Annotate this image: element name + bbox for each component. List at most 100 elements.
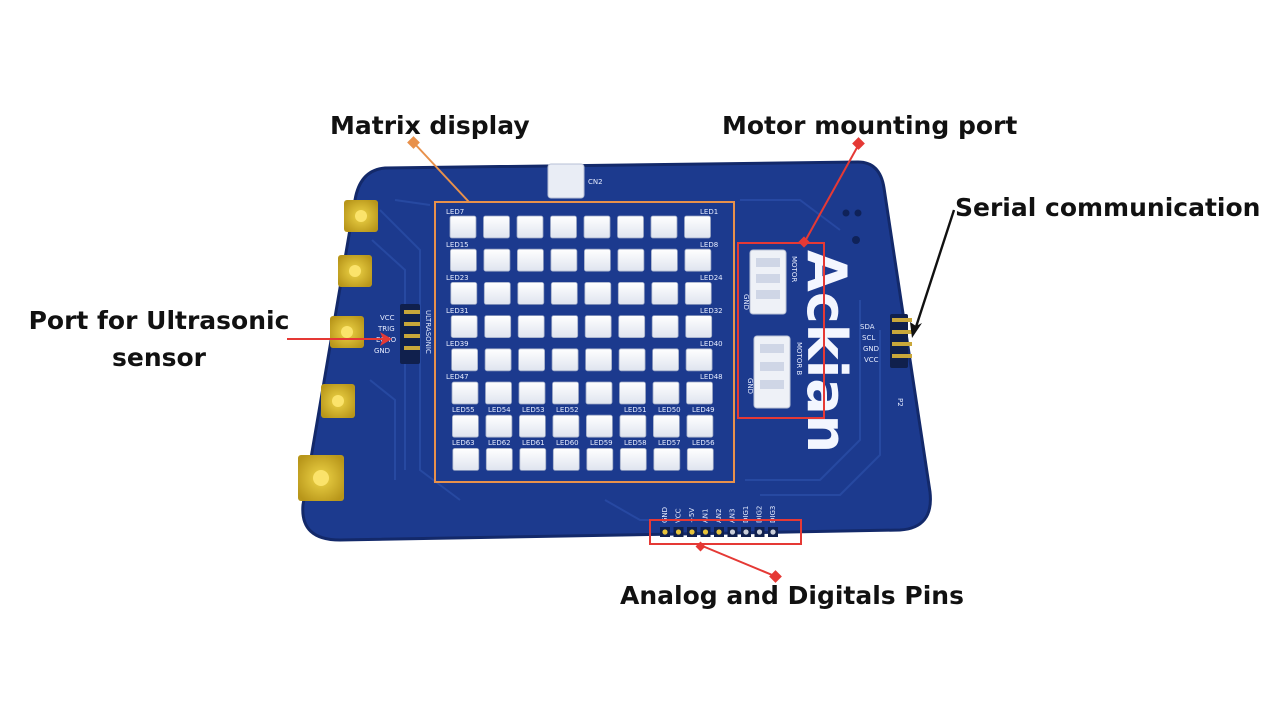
led-cell <box>518 348 545 372</box>
analog-pointer-line <box>699 544 778 578</box>
led-label: LED47 <box>446 373 469 381</box>
ultrasonic-arrow-head <box>380 332 392 346</box>
led-label: LED53 <box>522 406 545 414</box>
analog-pin <box>743 529 749 535</box>
led-cell <box>451 348 479 372</box>
led-label: LED1 <box>700 208 718 216</box>
motor-connector-b <box>753 335 791 409</box>
motor-mounting-port-label: Motor mounting port <box>722 111 1018 140</box>
led-label: LED51 <box>624 406 647 414</box>
led-label: LED32 <box>700 307 723 315</box>
serial-arrow-head <box>910 322 922 338</box>
led-cell <box>617 248 645 272</box>
analog-pin <box>756 529 763 535</box>
serial-header <box>890 314 912 368</box>
left-pads <box>298 200 378 501</box>
brand-logo: Ackian <box>795 250 858 453</box>
analog-pin-label: GND <box>661 507 669 523</box>
led-label: LED40 <box>700 340 723 348</box>
led-label: LED8 <box>700 241 718 249</box>
analog-pin <box>689 529 695 535</box>
analog-pin <box>702 529 709 535</box>
led-cell <box>485 447 513 471</box>
led-cell <box>483 248 511 272</box>
led-label: LED55 <box>452 406 475 414</box>
motor-pointer-end <box>798 236 810 248</box>
motor-connectors <box>749 249 791 409</box>
led-label: LED63 <box>452 439 475 447</box>
led-cell <box>550 248 578 272</box>
ultrasonic-header <box>400 304 420 364</box>
led-cell <box>686 414 714 438</box>
led-cell <box>619 381 646 405</box>
matrix-display-label: Matrix display <box>330 111 530 140</box>
led-cell <box>552 447 580 471</box>
led-cell <box>586 414 613 438</box>
led-cell <box>485 414 513 438</box>
led-cell <box>618 348 646 372</box>
led-cell <box>517 248 544 272</box>
motor-a-side-label: GND <box>742 294 750 310</box>
matrix-highlight-box <box>434 201 735 483</box>
led-cell <box>585 381 613 405</box>
led-label: LED7 <box>446 208 464 216</box>
ultrasonic-pin-label: VCC <box>380 314 395 322</box>
led-cell <box>517 315 545 339</box>
led-cell <box>619 447 647 471</box>
led-cell <box>450 281 478 305</box>
led-cell <box>451 414 479 438</box>
led-label: LED24 <box>700 274 723 282</box>
led-cell <box>452 447 480 471</box>
analog-pin-label: AN3 <box>729 509 737 523</box>
led-cell <box>584 315 612 339</box>
matrix-pointer-line <box>413 142 470 203</box>
led-cell <box>586 447 614 471</box>
led-cell <box>552 414 580 438</box>
led-cell <box>686 381 713 405</box>
led-cell <box>450 315 478 339</box>
led-label: LED39 <box>446 340 469 348</box>
analog-digital-pins-label: Analog and Digitals Pins <box>620 581 964 610</box>
led-label: LED23 <box>446 274 469 282</box>
analog-pointer-start <box>695 541 706 552</box>
led-cell <box>552 381 579 405</box>
led-cell <box>483 281 511 305</box>
led-cell <box>485 381 512 405</box>
led-cell <box>618 315 646 339</box>
led-label: LED56 <box>692 439 715 447</box>
led-cell <box>550 215 577 239</box>
analog-pin-row <box>660 527 778 537</box>
led-cell <box>651 281 679 305</box>
ultrasonic-port-label-line2: sensor <box>111 343 207 372</box>
ultrasonic-pin-label: TRIG <box>377 325 395 333</box>
analog-pin-label: DIG1 <box>742 506 750 523</box>
led-cell <box>518 381 546 405</box>
pcb-vias <box>842 209 862 244</box>
led-label: LED52 <box>556 406 579 414</box>
led-cell <box>551 315 579 339</box>
led-label: LED59 <box>590 439 613 447</box>
ultrasonic-pin-label: GND <box>374 347 390 355</box>
top-connector <box>547 163 585 199</box>
led-cell <box>651 315 679 339</box>
led-cell <box>584 248 611 272</box>
led-label: LED61 <box>522 439 545 447</box>
analog-pin <box>729 529 736 535</box>
led-cell <box>484 348 512 372</box>
led-label: LED48 <box>700 373 723 381</box>
motor-b-label: MOTOR B <box>795 342 803 375</box>
led-cell <box>686 447 714 471</box>
serial-ref-label: P2 <box>896 398 904 407</box>
led-cell <box>516 215 544 239</box>
led-cell <box>550 281 578 305</box>
led-cell <box>684 215 711 239</box>
motor-highlight-box <box>737 242 825 419</box>
analog-pin-label: +5V <box>688 508 696 523</box>
led-cell <box>685 348 713 372</box>
analog-pin-label: DIG2 <box>756 506 764 523</box>
top-connector-ref: CN2 <box>588 178 603 186</box>
serial-arrow-line <box>913 209 956 331</box>
